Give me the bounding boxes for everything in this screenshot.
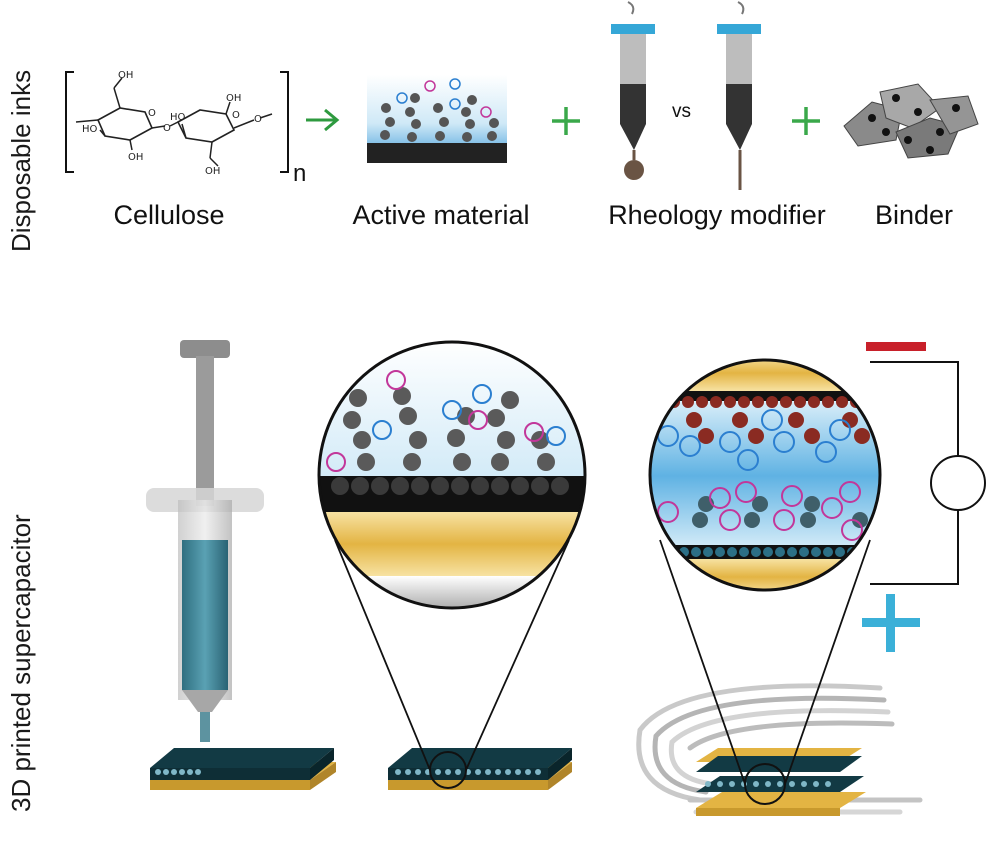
caption-active-material: Active material — [352, 200, 530, 230]
electrode-printed — [388, 748, 572, 790]
printing-syringe — [146, 340, 264, 742]
repeat-subscript: n — [293, 160, 306, 187]
electrode-printing — [150, 748, 336, 790]
caption-cellulose: Cellulose — [113, 200, 225, 230]
chem-label-oh: OH — [226, 93, 241, 104]
circuit — [862, 342, 986, 652]
magnifier-lines — [334, 539, 871, 785]
supercapacitor-device — [696, 748, 866, 816]
chem-label-oh: OH — [118, 70, 133, 81]
chem-label-ho: HO — [82, 124, 98, 135]
magnifier-circle — [648, 358, 882, 592]
chem-label-ho: HO — [170, 112, 186, 123]
caption-binder: Binder — [874, 200, 954, 230]
chem-label-bridge-o: O — [163, 123, 171, 134]
cellulose-structure: OH HO OH O O HO OH O OH O — [65, 70, 289, 177]
magnifier-supercapacitor — [650, 360, 880, 590]
magnifier-circle — [317, 340, 587, 610]
chem-label-ring-o: O — [232, 110, 240, 121]
green-arrow-icon — [306, 108, 340, 132]
binder-flakes-icon — [843, 83, 979, 159]
active-material-block — [367, 75, 507, 163]
chem-label-ring-o: O — [148, 108, 156, 119]
caption-rheology-modifier: Rheology modifier — [608, 200, 826, 230]
battery-symbol — [930, 455, 986, 511]
magnifier-active-material — [319, 342, 585, 608]
chem-label-oh: OH — [205, 166, 220, 177]
chem-label-end-o: O — [254, 114, 262, 125]
chem-label-oh: OH — [128, 152, 143, 163]
plus-icon — [552, 107, 580, 135]
plus-icon — [792, 107, 820, 135]
syringe-filament-icon — [717, 1, 761, 190]
syringe-drip-icon — [611, 1, 655, 180]
versus-label: vs — [672, 101, 691, 122]
negative-terminal-icon — [866, 342, 926, 351]
